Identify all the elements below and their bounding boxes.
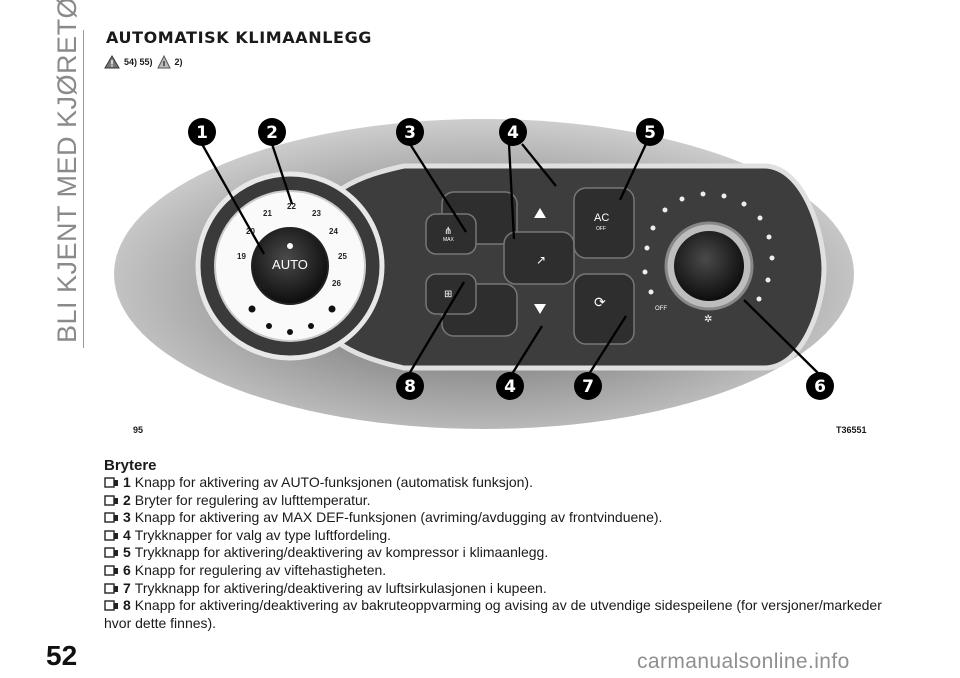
airflow-icon: ↗ bbox=[536, 253, 546, 267]
callout-4: 4 bbox=[507, 123, 519, 143]
figure-number: 95 bbox=[133, 425, 144, 435]
ac-label: AC bbox=[594, 212, 609, 224]
page-number: 52 bbox=[46, 640, 78, 671]
warning-triangle-icon bbox=[104, 55, 120, 69]
bookmark-icon bbox=[104, 512, 118, 523]
bookmark-icon bbox=[104, 530, 118, 541]
recirculation-icon: ⟳ bbox=[594, 294, 606, 310]
watermark: carmanualsonline.info bbox=[637, 650, 850, 673]
auto-indicator-dot bbox=[287, 243, 293, 249]
side-section-title: BLI KJENT MED KJØRETØYET bbox=[52, 0, 82, 343]
callout-5: 5 bbox=[644, 123, 656, 143]
references: 54) 55) 2) bbox=[104, 55, 183, 69]
bookmark-icon bbox=[104, 477, 118, 488]
climate-panel-illustration: AUTO 18 19 20 21 22 23 24 25 26 ↗ AC OFF… bbox=[104, 104, 864, 442]
fan-off-label: OFF bbox=[655, 306, 667, 312]
callout-4b: 4 bbox=[504, 377, 516, 397]
warning-ref: 54) 55) bbox=[124, 57, 153, 67]
bookmark-icon bbox=[104, 600, 118, 611]
auto-button[interactable] bbox=[251, 227, 329, 305]
fan-speed-knob[interactable] bbox=[674, 231, 744, 301]
max-def-button[interactable] bbox=[425, 213, 477, 255]
temp-tick-label: 23 bbox=[312, 209, 321, 218]
temp-tick-label: 24 bbox=[329, 227, 338, 236]
legend-title: Brytere bbox=[104, 457, 157, 474]
temp-tick-label: 22 bbox=[287, 202, 296, 211]
temp-tick-label: 18 bbox=[258, 282, 267, 291]
info-icon bbox=[156, 55, 171, 69]
rear-defrost-icon: ⊞ bbox=[444, 289, 452, 300]
fan-icon: ✲ bbox=[704, 314, 712, 325]
info-ref: 2) bbox=[174, 57, 183, 67]
callout-7: 7 bbox=[582, 377, 594, 397]
max-label: MAX bbox=[443, 237, 455, 243]
callout-8: 8 bbox=[404, 377, 416, 397]
temp-tick-label: 26 bbox=[332, 279, 341, 288]
side-divider bbox=[83, 30, 84, 348]
bookmark-icon bbox=[104, 547, 118, 559]
temp-tick-label: 19 bbox=[237, 252, 246, 261]
temp-tick-label: 25 bbox=[338, 252, 347, 261]
section-title: AUTOMATISK KLIMAANLEGG bbox=[106, 28, 373, 47]
bookmark-icon bbox=[104, 565, 118, 576]
airflow-mode-button[interactable] bbox=[503, 231, 575, 285]
temp-tick-label: 21 bbox=[263, 209, 272, 218]
bookmark-icon bbox=[104, 494, 118, 506]
figure-code: T36551 bbox=[836, 425, 867, 435]
ac-button[interactable] bbox=[573, 187, 635, 259]
auto-label: AUTO bbox=[272, 257, 308, 272]
max-def-icon: ⋔ bbox=[444, 226, 452, 237]
bookmark-icon bbox=[104, 582, 118, 594]
callout-1: 1 bbox=[196, 123, 208, 143]
callout-3: 3 bbox=[404, 123, 416, 143]
callout-2: 2 bbox=[266, 123, 278, 143]
ac-off-label: OFF bbox=[596, 226, 606, 232]
callout-6: 6 bbox=[814, 377, 826, 397]
